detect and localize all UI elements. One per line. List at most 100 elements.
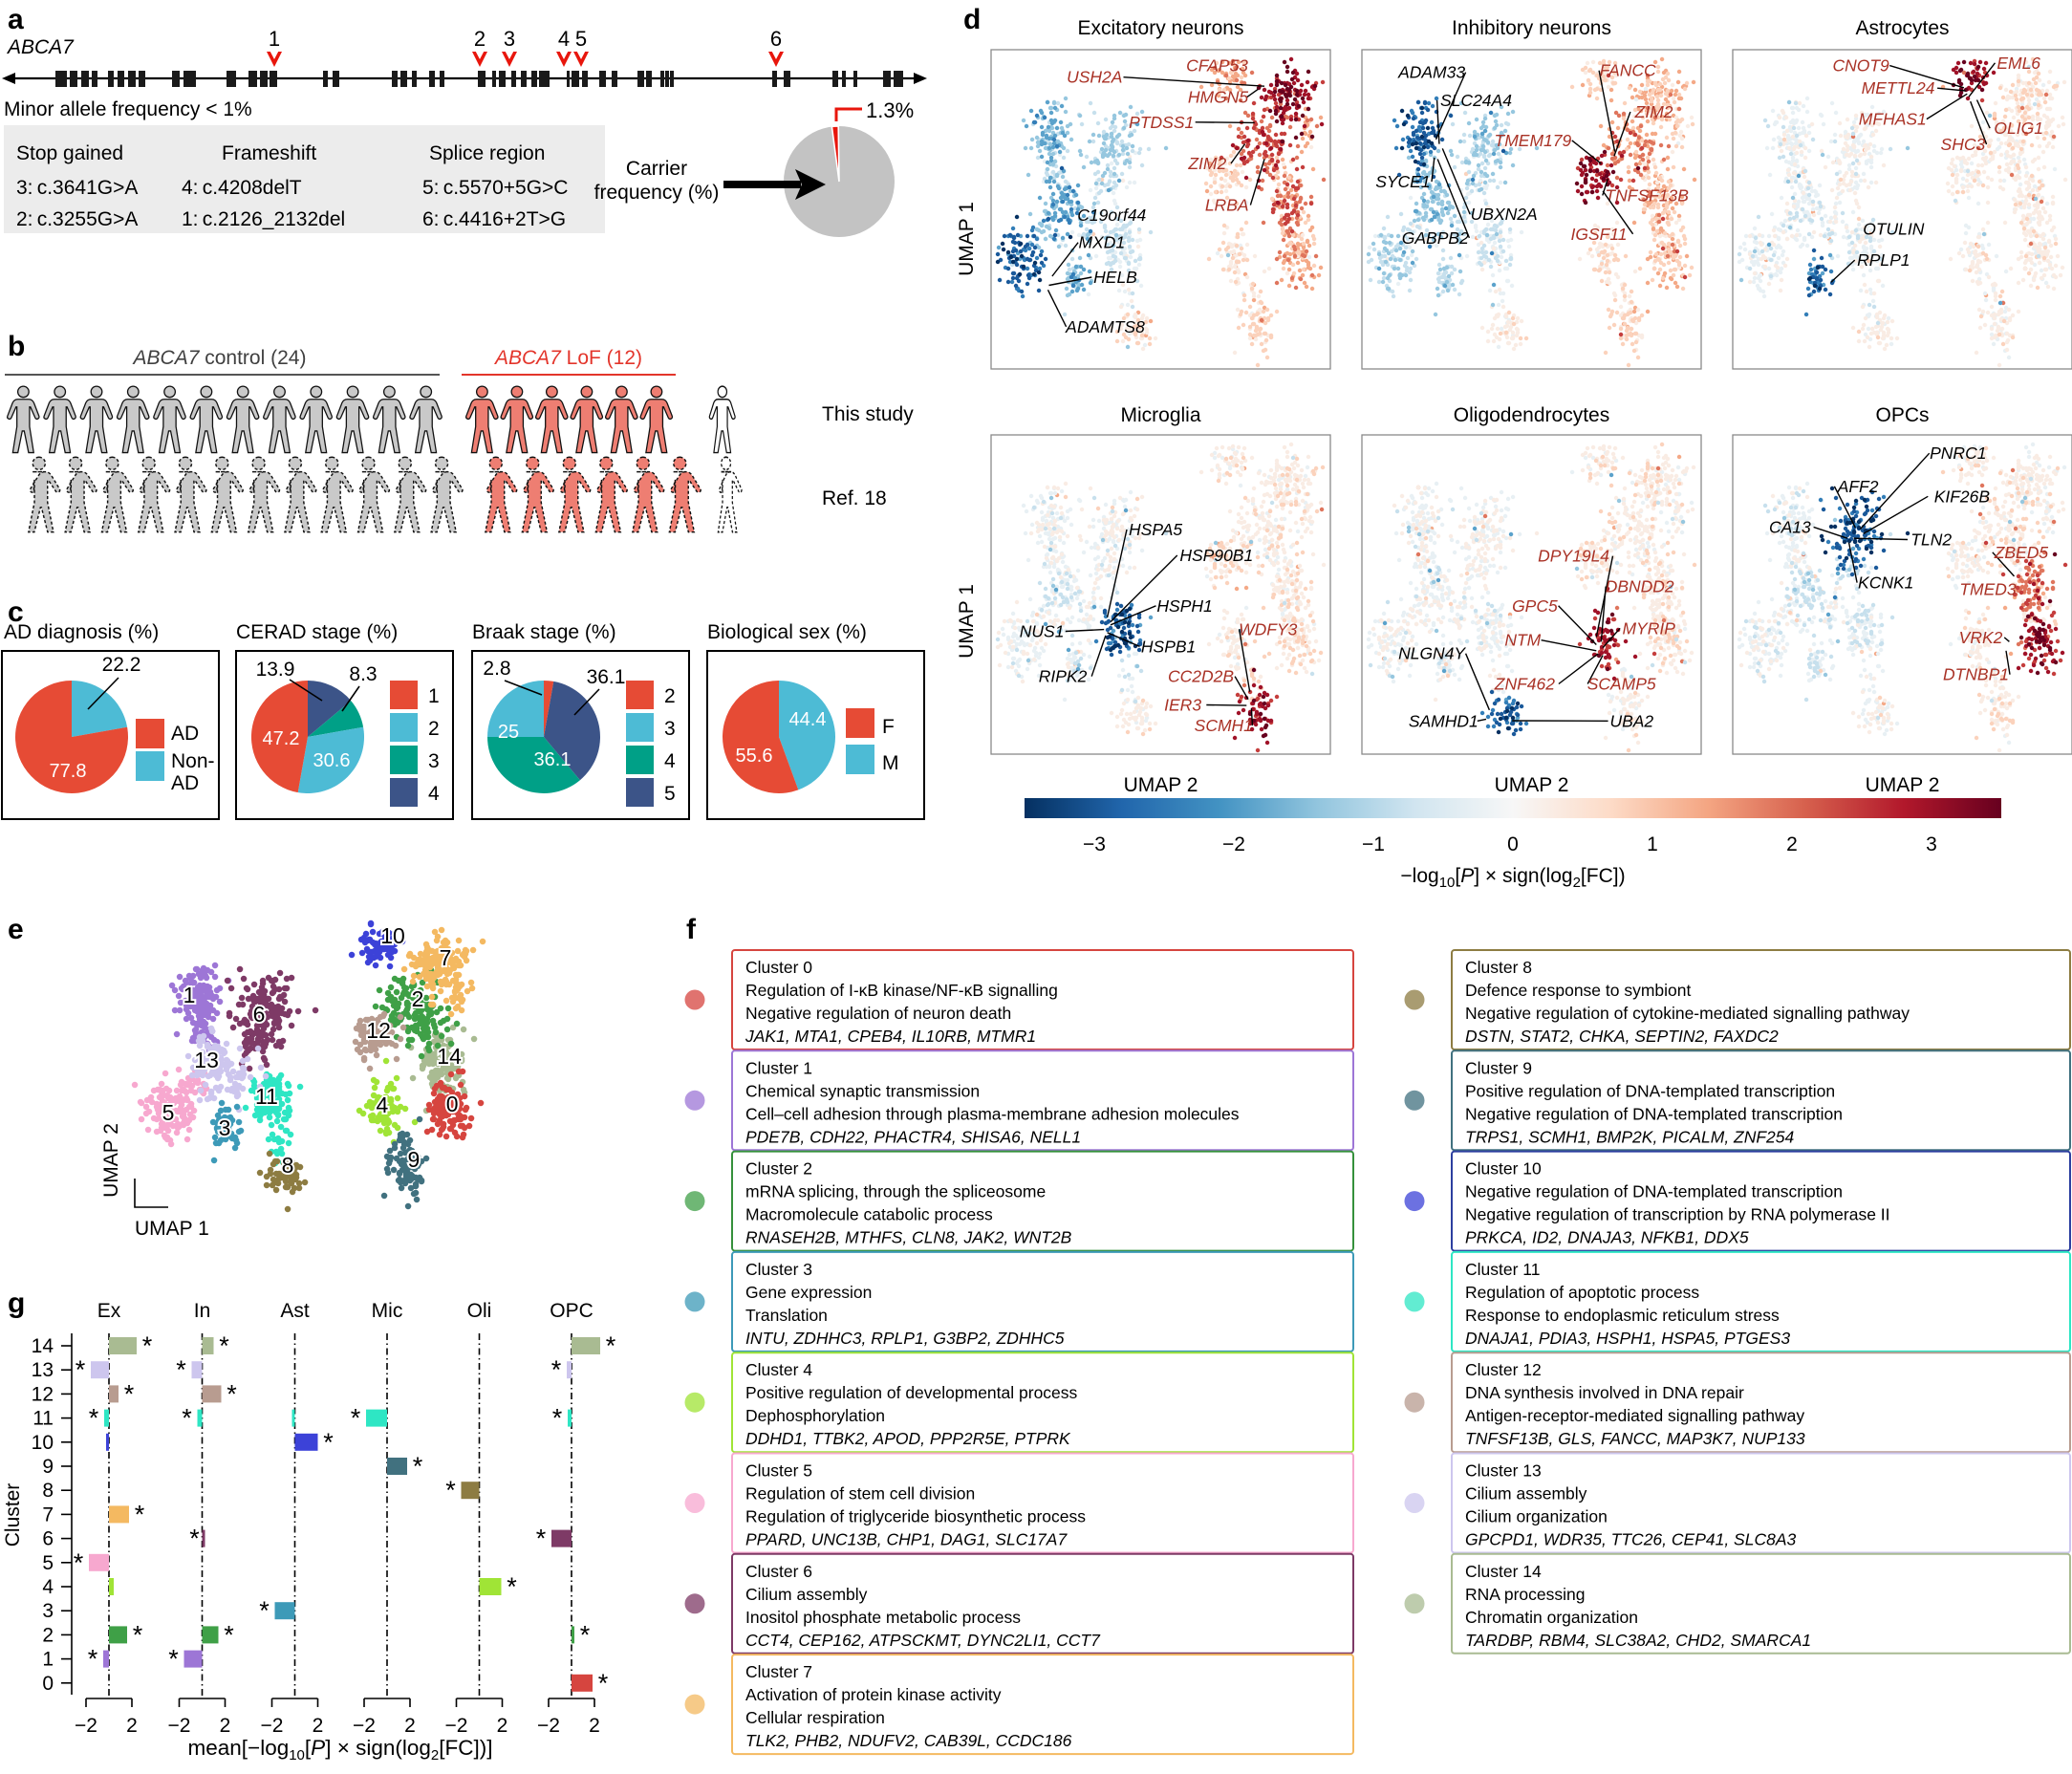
svg-text:6: 6 (770, 27, 782, 51)
svg-text:frequency (%): frequency (%) (594, 182, 720, 204)
svg-text:10: 10 (32, 1432, 54, 1454)
svg-text:1: 1 (269, 27, 280, 51)
svg-text:USH2A: USH2A (1067, 68, 1122, 87)
svg-text:1: 1 (42, 1649, 54, 1671)
svg-text:13.9: 13.9 (256, 659, 295, 681)
svg-text:Cluster 7: Cluster 7 (745, 1662, 812, 1681)
svg-text:This study: This study (822, 403, 914, 425)
svg-text:C19orf44: C19orf44 (1077, 206, 1146, 225)
svg-text:HSPH1: HSPH1 (1156, 596, 1212, 616)
svg-text:*: * (133, 1620, 143, 1649)
svg-text:MFHAS1: MFHAS1 (1859, 110, 1927, 129)
svg-text:UMAP 2: UMAP 2 (1495, 774, 1569, 796)
svg-text:Chemical synaptic transmission: Chemical synaptic transmission (745, 1081, 980, 1100)
svg-text:1: 1 (428, 685, 440, 707)
svg-text:Macromolecule catabolic proces: Macromolecule catabolic process (745, 1205, 993, 1224)
svg-text:NUS1: NUS1 (1020, 622, 1065, 641)
svg-text:SCAMP5: SCAMP5 (1587, 675, 1656, 694)
svg-text:1: 1 (183, 983, 196, 1007)
svg-text:−2: −2 (261, 1715, 284, 1737)
svg-text:*: * (74, 1548, 84, 1577)
svg-text:HMGN5: HMGN5 (1188, 88, 1248, 107)
svg-text:Frameshift: Frameshift (222, 142, 316, 164)
svg-text:*: * (323, 1428, 334, 1457)
svg-text:2: 2 (474, 27, 486, 51)
svg-text:SLC24A4: SLC24A4 (1440, 91, 1512, 110)
svg-text:HSPB1: HSPB1 (1141, 637, 1196, 656)
svg-text:Cluster 9: Cluster 9 (1465, 1058, 1532, 1077)
svg-text:*: * (135, 1500, 145, 1528)
svg-text:HELB: HELB (1093, 268, 1137, 287)
svg-text:Cilium organization: Cilium organization (1465, 1507, 1608, 1526)
svg-text:f: f (686, 914, 697, 945)
svg-text:0: 0 (446, 1092, 459, 1116)
svg-text:Carrier: Carrier (626, 158, 687, 180)
svg-text:METTL24: METTL24 (1862, 78, 1935, 97)
svg-text:Microglia: Microglia (1120, 404, 1200, 426)
svg-text:3: 3 (428, 750, 440, 772)
svg-text:*: * (76, 1355, 86, 1384)
svg-text:NLGN4Y: NLGN4Y (1398, 644, 1466, 663)
svg-text:Braak stage (%): Braak stage (%) (472, 621, 616, 643)
svg-text:GPC5: GPC5 (1512, 596, 1558, 616)
svg-text:2: 2 (126, 1715, 138, 1737)
svg-text:NTM: NTM (1504, 631, 1541, 650)
svg-text:Cellular respiration: Cellular respiration (745, 1708, 885, 1727)
svg-text:*: * (89, 1404, 99, 1433)
svg-text:b: b (8, 331, 25, 362)
svg-text:44.4: 44.4 (789, 709, 827, 730)
svg-text:HSPA5: HSPA5 (1129, 520, 1182, 539)
svg-text:3: 3 (219, 1115, 231, 1140)
svg-text:Stop gained: Stop gained (16, 142, 123, 164)
svg-text:*: * (227, 1379, 237, 1408)
svg-text:FANCC: FANCC (1600, 61, 1656, 80)
svg-text:−2: −2 (1222, 833, 1245, 855)
svg-text:DNAJA1, PDIA3, HSPH1, HSPA5, P: DNAJA1, PDIA3, HSPH1, HSPA5, PTGES3 (1465, 1329, 1790, 1348)
svg-text:Chromatin organization: Chromatin organization (1465, 1608, 1638, 1627)
svg-text:ADAM33: ADAM33 (1397, 63, 1465, 82)
svg-text:8.3: 8.3 (349, 663, 377, 685)
svg-text:9: 9 (408, 1147, 421, 1172)
svg-text:4: c.4208delT: 4: c.4208delT (182, 177, 302, 199)
svg-text:TMED3: TMED3 (1959, 579, 2017, 598)
svg-text:Excitatory neurons: Excitatory neurons (1078, 17, 1244, 39)
svg-text:Cluster 12: Cluster 12 (1465, 1360, 1542, 1379)
svg-text:ZNF462: ZNF462 (1494, 675, 1555, 694)
svg-text:−1: −1 (1362, 833, 1385, 855)
svg-text:2: 2 (404, 1715, 416, 1737)
svg-text:RPLP1: RPLP1 (1857, 250, 1910, 270)
svg-text:VRK2: VRK2 (1959, 628, 2003, 647)
svg-text:SCMH1: SCMH1 (1195, 716, 1253, 735)
svg-text:OPCs: OPCs (1875, 404, 1929, 426)
svg-text:5: 5 (42, 1552, 54, 1574)
svg-text:36.1: 36.1 (534, 749, 572, 770)
svg-text:Negative regulation of transcr: Negative regulation of transcription by … (1465, 1205, 1890, 1224)
svg-text:*: * (507, 1572, 517, 1601)
svg-text:ABCA7 control (24): ABCA7 control (24) (132, 347, 307, 369)
svg-text:GABPB2: GABPB2 (1402, 228, 1469, 248)
svg-text:IGSF11: IGSF11 (1570, 225, 1627, 244)
svg-text:6: 6 (42, 1528, 54, 1550)
svg-text:11: 11 (32, 1408, 54, 1430)
svg-text:*: * (259, 1596, 270, 1625)
svg-text:*: * (351, 1404, 361, 1433)
svg-text:EML6: EML6 (1996, 54, 2040, 73)
svg-text:11: 11 (255, 1084, 278, 1109)
svg-text:Cell–cell adhesion through pla: Cell–cell adhesion through plasma-membra… (745, 1104, 1240, 1123)
svg-text:5: c.5570+5G>C: 5: c.5570+5G>C (422, 177, 568, 199)
svg-text:d: d (963, 4, 981, 35)
svg-text:DTNBP1: DTNBP1 (1943, 665, 2009, 684)
svg-text:SAMHD1: SAMHD1 (1409, 711, 1478, 730)
svg-text:Response to endoplasmic reticu: Response to endoplasmic reticulum stress (1465, 1306, 1780, 1325)
svg-text:Cluster 10: Cluster 10 (1465, 1159, 1542, 1179)
svg-text:Cluster 6: Cluster 6 (745, 1562, 812, 1581)
svg-text:4: 4 (428, 783, 440, 805)
svg-text:2: 2 (412, 986, 424, 1011)
svg-text:*: * (142, 1331, 153, 1360)
svg-text:3: 3 (42, 1600, 54, 1622)
svg-text:6: c.4416+2T>G: 6: c.4416+2T>G (422, 208, 566, 230)
svg-text:UMAP 1: UMAP 1 (135, 1218, 209, 1240)
svg-text:Cluster 13: Cluster 13 (1465, 1461, 1542, 1481)
svg-text:AFF2: AFF2 (1837, 477, 1879, 496)
svg-text:Regulation of stem cell divisi: Regulation of stem cell division (745, 1484, 975, 1504)
